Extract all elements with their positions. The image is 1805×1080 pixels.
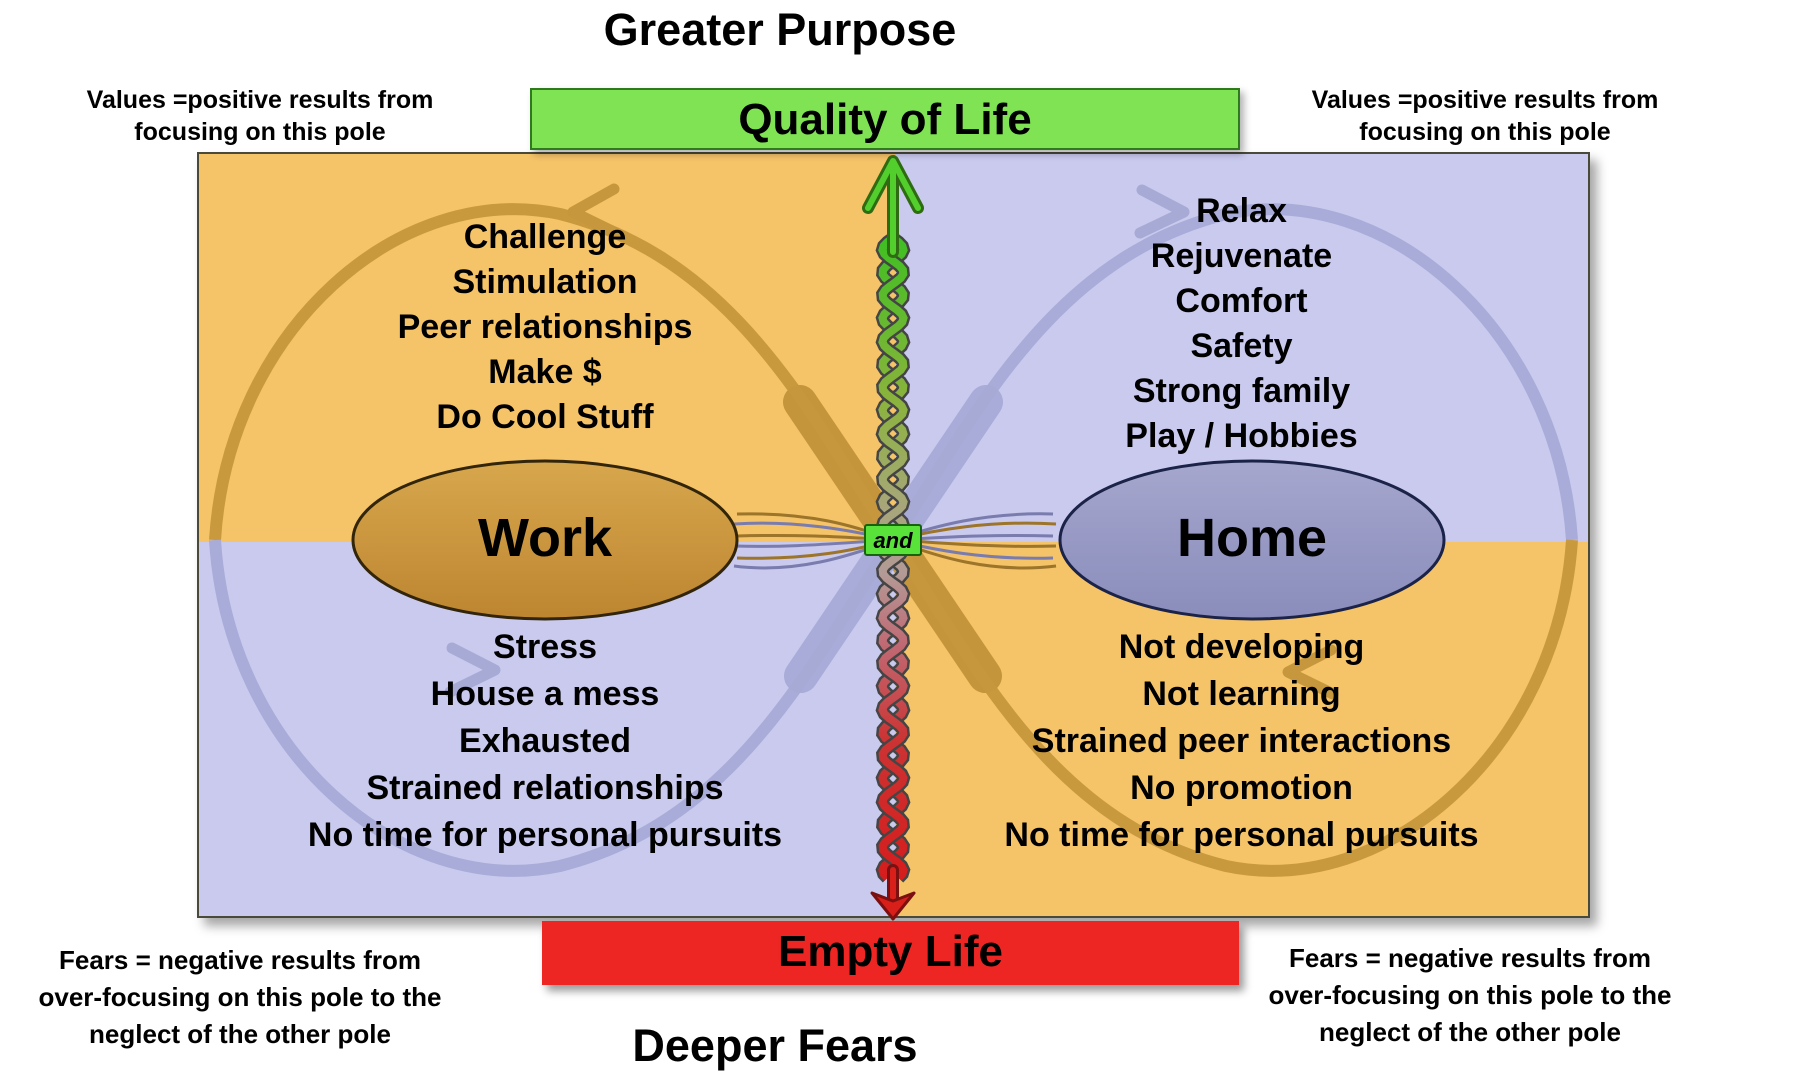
quadrant-item: No promotion [1130,769,1353,807]
fears-annotation-right: Fears = negative results from over-focus… [1240,940,1700,1051]
quadrant-item: Comfort [1175,282,1308,320]
quadrant-item: Peer relationships [397,308,693,346]
quadrant-item: Stimulation [452,263,638,301]
home-pole-label: Home [1176,508,1328,568]
quadrant-item: Stress [493,628,597,666]
fears-left-line1: Fears = negative results from [59,945,421,975]
quadrant-item: Rejuvenate [1150,237,1333,275]
fears-annotation-left: Fears = negative results from over-focus… [10,942,470,1053]
quadrant-item: Challenge [463,218,627,256]
quadrant-item: No time for personal pursuits [1004,816,1479,854]
quadrant-item: No time for personal pursuits [307,816,783,854]
fears-right-line1: Fears = negative results from [1289,943,1651,973]
quadrant-item: Strained peer interactions [1031,722,1452,760]
quadrant-item: Make $ [488,353,602,391]
quadrant-item: Strained relationships [366,769,724,807]
quadrant-item: Not learning [1142,675,1341,713]
fears-right-line3: neglect of the other pole [1319,1017,1621,1047]
deeper-fears-title: Deeper Fears [632,1020,918,1071]
empty-life-banner: Empty Life [542,921,1239,985]
values-right-line2: focusing on this pole [1359,118,1611,146]
quadrant-item: Exhausted [459,722,631,760]
values-left-line2: focusing on this pole [134,118,386,146]
quadrant-item: Strong family [1132,372,1351,410]
quadrant-item: Relax [1196,192,1287,230]
values-annotation-right: Values =positive results from focusing o… [1255,84,1715,148]
values-right-line1: Values =positive results from [1311,86,1659,114]
quality-of-life-banner: Quality of Life [530,88,1240,150]
fears-right-line2: over-focusing on this pole to the [1268,980,1672,1010]
values-annotation-left: Values =positive results from focusing o… [30,84,490,148]
fears-left-line3: neglect of the other pole [89,1019,391,1049]
values-left-line1: Values =positive results from [86,86,434,114]
quadrant-item: House a mess [430,675,660,713]
greater-purpose-title: Greater Purpose [603,4,957,55]
quadrant-item: Not developing [1118,628,1365,666]
fears-left-line2: over-focusing on this pole to the [38,982,442,1012]
and-connector-box: and [864,524,922,556]
quadrant-item: Do Cool Stuff [436,398,654,436]
quadrant-item: Safety [1190,327,1293,365]
work-pole-label: Work [477,508,613,568]
quadrant-item: Play / Hobbies [1125,417,1358,455]
